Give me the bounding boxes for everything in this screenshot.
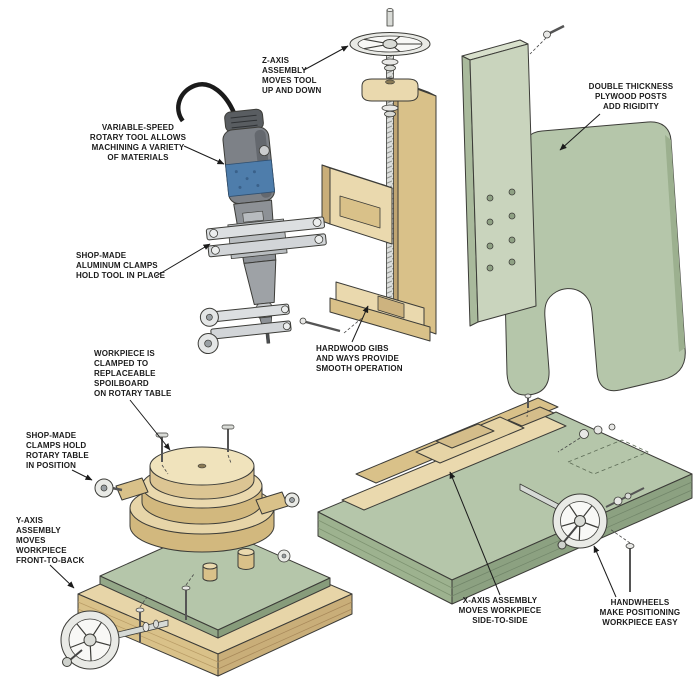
leader-rotary-tool [183,145,225,165]
rotary-table [129,446,275,553]
post-screw-holes [486,188,516,272]
handwheel-hub [382,39,398,49]
leader-workpiece [129,399,171,451]
z-axis-assembly [299,8,437,342]
rotary-tool [176,82,327,355]
speed-dial [258,145,270,157]
callout-rotary-tool: VARIABLE-SPEED ROTARY TOOL ALLOWS MACHIN… [89,123,187,162]
x-axis-handwheel [552,487,645,592]
callout-workpiece: WORKPIECE IS CLAMPED TO REPLACEABLE SPOI… [94,349,172,398]
z-axis-column [397,81,437,335]
callout-tool-clamps: SHOP-MADE ALUMINUM CLAMPS HOLD TOOL IN P… [76,251,166,280]
x-axis-hardware [557,423,616,453]
aluminum-clamp-upper [205,216,327,260]
leader-plywood-posts [559,113,601,151]
plywood-post-front [461,24,565,327]
z-axis-ways-bracket [299,281,431,342]
leader-y-axis [49,564,75,589]
tool-grip-band [225,159,276,197]
base-bolt [609,528,635,592]
callout-z-axis: Z-AXIS ASSEMBLY MOVES TOOL UP AND DOWN [262,56,322,95]
table-hold-down-screws [155,424,235,475]
post-screw [529,24,565,55]
aluminum-clamp-lower [197,303,292,355]
hardwood-gib [339,195,381,229]
leader-tool-clamps [155,243,211,277]
y-axis-assembly [60,424,353,677]
callout-plywood-posts: DOUBLE THICKNESS PLYWOOD POSTS ADD RIGID… [588,82,674,111]
crank-knob [62,657,72,667]
plywood-post-arch [501,121,686,396]
tool-nose [243,259,277,306]
table-clamp-left [94,477,149,501]
y-axis-handwheel [60,610,169,670]
power-cord [176,82,237,123]
table-clamp-right [255,491,300,515]
crank-knob [557,540,567,550]
z-axis-handwheel [349,8,431,118]
leader-z-axis [303,45,349,71]
leader-gibs [351,305,369,343]
callout-x-axis: X-AXIS ASSEMBLY MOVES WORKPIECE SIDE-TO-… [458,596,542,625]
board-spacers [202,548,291,582]
callout-table-clamps: SHOP-MADE CLAMPS HOLD ROTARY TABLE IN PO… [26,431,89,470]
callout-y-axis: Y-AXIS ASSEMBLY MOVES WORKPIECE FRONT-TO… [16,516,85,565]
leader-x-axis [449,471,501,596]
callout-handwheels: HANDWHEELS MAKE POSITIONING WORKPIECE EA… [599,598,681,627]
x-axis-end-block [507,406,555,427]
leader-table-clamps [71,469,93,481]
handwheel-hub [574,515,586,527]
callout-gibs: HARDWOOD GIBS AND WAYS PROVIDE SMOOTH OP… [316,344,403,373]
handwheel-hub [83,633,97,647]
leader-handwheels [593,545,617,598]
z-axis-carriage [321,164,393,245]
bearing-block [361,78,419,102]
leader-lines [49,45,617,598]
x-axis-assembly [341,393,616,515]
